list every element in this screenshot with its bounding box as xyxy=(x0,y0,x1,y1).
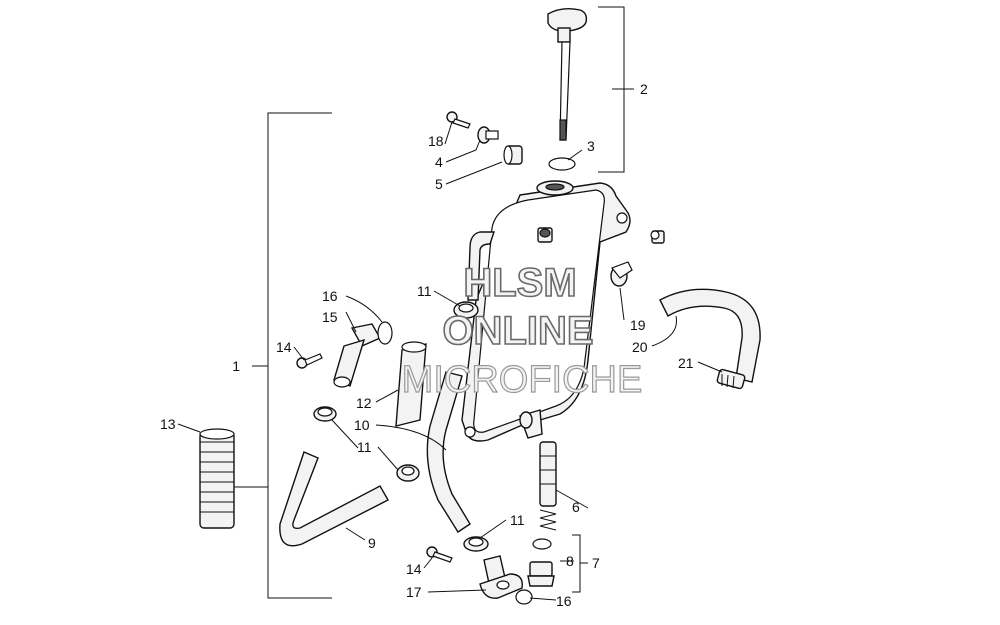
flange-part-15 xyxy=(333,323,381,388)
callout-2: 2 xyxy=(640,81,648,97)
watermark-line-3: MICROFICHE xyxy=(402,359,643,401)
watermark: HLSM ONLINE MICROFICHE xyxy=(401,260,643,401)
callout-15: 15 xyxy=(322,309,338,325)
callout-1: 1 xyxy=(232,358,240,374)
watermark-line-2: ONLINE xyxy=(442,309,593,353)
callout-14-upper: 14 xyxy=(276,339,292,355)
watermark-line-1: HLSM xyxy=(463,261,576,305)
callout-16-upper: 16 xyxy=(322,288,338,304)
callout-19: 19 xyxy=(630,317,646,333)
grommet-part-right xyxy=(650,230,665,244)
callout-10: 10 xyxy=(354,417,370,433)
oil-tank-part xyxy=(461,180,631,442)
callout-16-lower: 16 xyxy=(556,593,572,609)
oil-filter-screen-part-6 xyxy=(539,441,557,531)
bushing-part-5 xyxy=(503,145,523,165)
fitting-part-17 xyxy=(479,555,523,599)
callout-6: 6 xyxy=(572,499,580,515)
drain-plug-part-7 xyxy=(527,561,555,587)
vent-hose-part-20 xyxy=(659,288,761,383)
callout-18: 18 xyxy=(428,133,444,149)
callout-21: 21 xyxy=(678,355,694,371)
callout-17: 17 xyxy=(406,584,422,600)
clamp-part-11-lower xyxy=(463,536,489,552)
screw-part-14-upper xyxy=(296,353,323,369)
bracket-group-7 xyxy=(572,534,588,593)
oil-hose-part-10 xyxy=(426,371,471,533)
leader-lines xyxy=(177,88,723,601)
o-ring-part-16-lower xyxy=(515,589,533,605)
callout-20: 20 xyxy=(632,339,648,355)
callout-3: 3 xyxy=(587,138,595,154)
callout-4: 4 xyxy=(435,154,443,170)
oil-hose-part-9 xyxy=(279,451,389,547)
o-ring-part-3 xyxy=(548,157,576,171)
sleeve-part-12 xyxy=(395,341,427,427)
callout-11-lower: 11 xyxy=(510,512,525,528)
callout-8: 8 xyxy=(566,553,574,569)
grommet-part-4 xyxy=(477,126,499,144)
clamp-part-11-middle xyxy=(396,464,420,482)
callout-13: 13 xyxy=(160,416,176,432)
callout-labels: 1 2 3 4 5 6 7 8 9 10 11 11 11 12 13 14 1… xyxy=(160,81,694,609)
callout-14-lower: 14 xyxy=(406,561,422,577)
coiled-hose-part-13 xyxy=(199,428,235,529)
o-ring-part-16-upper xyxy=(377,321,393,345)
clamp-part-19 xyxy=(610,261,633,287)
callout-11-middle: 11 xyxy=(357,439,372,455)
clamp-part-11-left xyxy=(313,406,337,422)
screw-part-14-lower xyxy=(426,546,453,563)
washer-part-8 xyxy=(532,538,552,550)
clamp-part-21 xyxy=(716,368,746,390)
callout-12: 12 xyxy=(356,395,372,411)
callout-9: 9 xyxy=(368,535,376,551)
callout-5: 5 xyxy=(435,176,443,192)
dipstick-part xyxy=(547,7,588,141)
callout-11-upper: 11 xyxy=(417,283,432,299)
callout-7: 7 xyxy=(592,555,600,571)
bracket-group-1 xyxy=(232,112,332,599)
